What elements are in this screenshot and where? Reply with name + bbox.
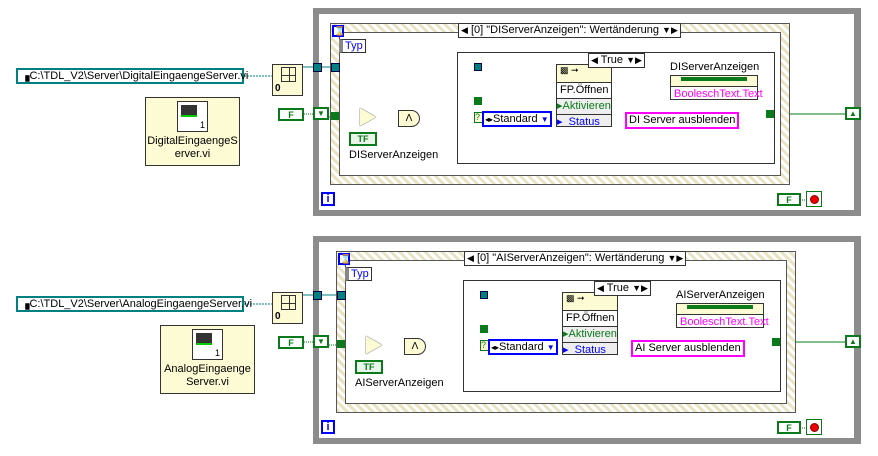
vi-icon: 1 bbox=[177, 101, 208, 132]
tunnel-bool-case bbox=[480, 325, 488, 333]
case-selector[interactable]: ◀ True ▼▶ bbox=[594, 281, 651, 296]
enum-constant-standard[interactable]: ◂▸Standard ▼ bbox=[482, 111, 552, 127]
tunnel-ref-in bbox=[313, 291, 322, 300]
and-gate: Λ bbox=[404, 338, 426, 355]
event-data-typ: Typ bbox=[339, 39, 366, 53]
zero-constant: 0 bbox=[275, 83, 281, 94]
hourglass-icon: ⌛ bbox=[338, 253, 352, 265]
event-data-typ: Typ bbox=[345, 267, 372, 281]
not-gate bbox=[366, 336, 382, 354]
false-constant[interactable]: F bbox=[278, 336, 304, 349]
tunnel-bool-out bbox=[766, 110, 774, 118]
property-node[interactable]: BooleschText.Text bbox=[676, 303, 769, 328]
shift-register-left: ▼ bbox=[313, 107, 329, 120]
iteration-terminal: i bbox=[321, 192, 335, 206]
tunnel-ref-event bbox=[337, 291, 346, 300]
tunnel-ref-case bbox=[474, 63, 482, 71]
tunnel-bool-case bbox=[474, 97, 482, 105]
stop-button-icon[interactable] bbox=[806, 191, 822, 207]
boolean-control-terminal[interactable]: TF bbox=[355, 360, 383, 374]
control-label: DIServerAnzeigen bbox=[349, 149, 439, 161]
property-node-header bbox=[677, 304, 763, 315]
grid-icon bbox=[281, 295, 296, 310]
string-constant[interactable]: DI Server ausblenden bbox=[625, 112, 740, 129]
param-status: ▸ Status bbox=[557, 116, 600, 128]
tunnel-bool-out bbox=[772, 338, 780, 346]
property-node[interactable]: BooleschText.Text bbox=[670, 75, 763, 100]
shift-register-right: ▲ bbox=[845, 107, 861, 120]
file-path-icon: ▗ bbox=[21, 70, 30, 82]
property-node-header bbox=[671, 76, 757, 87]
case-selector[interactable]: ◀ True ▼▶ bbox=[588, 53, 645, 68]
stop-button-icon[interactable] bbox=[806, 419, 822, 435]
invoke-node[interactable]: ▩ ➞ FP.Öffnen ▸Aktivieren ▸ Status bbox=[556, 64, 612, 128]
static-vi-reference[interactable]: 1 AnalogEingaenge Server.vi bbox=[160, 325, 255, 394]
and-gate: Λ bbox=[398, 110, 420, 127]
open-vi-reference-node[interactable]: 0 bbox=[272, 64, 303, 96]
tunnel-bool-event bbox=[331, 112, 339, 120]
event-selector[interactable]: ◀ [0] "AIServerAnzeigen": Wertänderung ▼… bbox=[464, 251, 687, 266]
file-path-icon: ▗ bbox=[21, 298, 30, 310]
dropdown-icon: ▼ bbox=[546, 343, 555, 352]
path-constant[interactable]: ▗C:\TDL_V2\Server\AnalogEingaengeServer.… bbox=[16, 296, 252, 312]
stop-false-constant[interactable]: F bbox=[777, 421, 801, 434]
invoke-node-header: ▩ ➞ bbox=[557, 65, 611, 83]
stop-false-constant[interactable]: F bbox=[777, 193, 801, 206]
property-node-label: DIServerAnzeigen bbox=[670, 61, 760, 73]
false-constant[interactable]: F bbox=[278, 108, 304, 121]
case-structure bbox=[463, 280, 781, 392]
string-constant[interactable]: AI Server ausblenden bbox=[631, 340, 745, 357]
param-status: ▸ Status bbox=[563, 344, 606, 356]
tunnel-bool-event bbox=[337, 340, 345, 348]
shift-register-right: ▲ bbox=[845, 335, 861, 348]
vi-icon: 1 bbox=[192, 329, 223, 360]
event-selector[interactable]: ◀ [0] "DIServerAnzeigen": Wertänderung ▼… bbox=[458, 23, 681, 38]
not-gate bbox=[360, 108, 376, 126]
tunnel-ref-case bbox=[480, 291, 488, 299]
tunnel-ref-event bbox=[331, 63, 340, 72]
iteration-terminal: i bbox=[321, 420, 335, 434]
control-label: AIServerAnzeigen bbox=[355, 377, 444, 389]
hourglass-icon: ⌛ bbox=[332, 25, 346, 37]
tunnel-ref-in bbox=[313, 63, 322, 72]
open-vi-reference-node[interactable]: 0 bbox=[272, 292, 303, 324]
invoke-node[interactable]: ▩ ➞ FP.Öffnen ▸Aktivieren ▸ Status bbox=[562, 292, 618, 356]
path-constant[interactable]: ▗C:\TDL_V2\Server\DigitalEingaengeServer… bbox=[16, 68, 248, 84]
grid-icon bbox=[281, 67, 296, 82]
property-node-label: AIServerAnzeigen bbox=[676, 289, 765, 301]
boolean-control-terminal[interactable]: TF bbox=[349, 132, 377, 146]
static-vi-reference[interactable]: 1 DigitalEingaengeS erver.vi bbox=[145, 97, 240, 166]
invoke-node-header: ▩ ➞ bbox=[563, 293, 617, 311]
zero-constant: 0 bbox=[275, 311, 281, 322]
shift-register-left: ▼ bbox=[313, 335, 329, 348]
dropdown-icon: ▼ bbox=[540, 115, 549, 124]
param-aktivieren: ▸Aktivieren bbox=[557, 99, 611, 115]
param-aktivieren: ▸Aktivieren bbox=[563, 327, 617, 343]
enum-constant-standard[interactable]: ◂▸Standard ▼ bbox=[488, 339, 558, 355]
